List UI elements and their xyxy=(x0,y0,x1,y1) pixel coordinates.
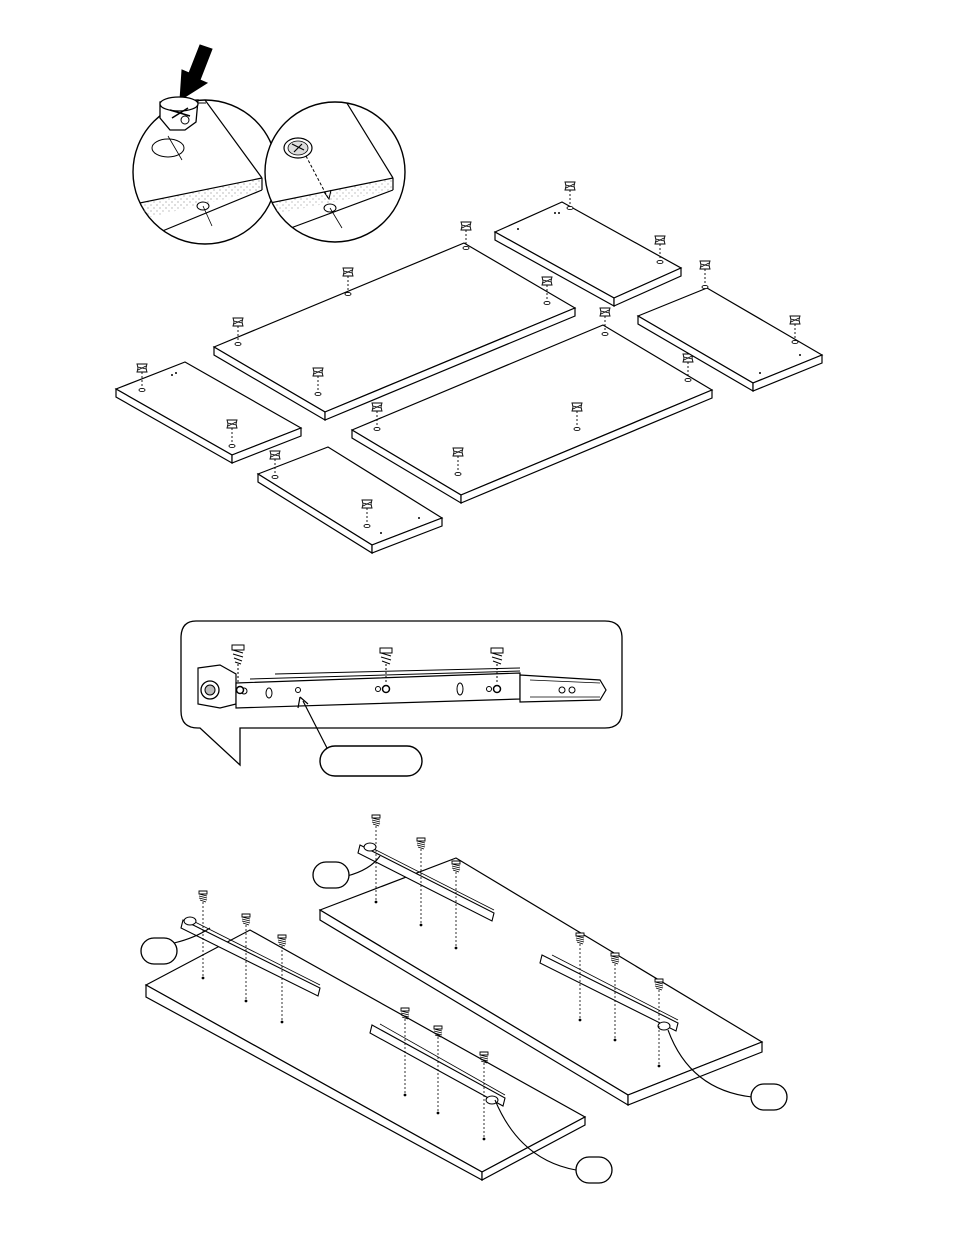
step-2-group xyxy=(141,621,787,1183)
step-1-group xyxy=(116,45,822,553)
slide-callout-box xyxy=(181,621,622,765)
detail-circle-right xyxy=(260,100,405,242)
part-label-bubble-large xyxy=(320,746,422,776)
part-label-bubble-4 xyxy=(576,1157,612,1183)
part-label-bubble-1 xyxy=(313,862,349,888)
detail-circle-left xyxy=(130,97,277,244)
part-label-bubble-3 xyxy=(751,1084,787,1110)
down-arrow-icon xyxy=(180,45,212,100)
part-label-bubble-2 xyxy=(141,938,177,964)
